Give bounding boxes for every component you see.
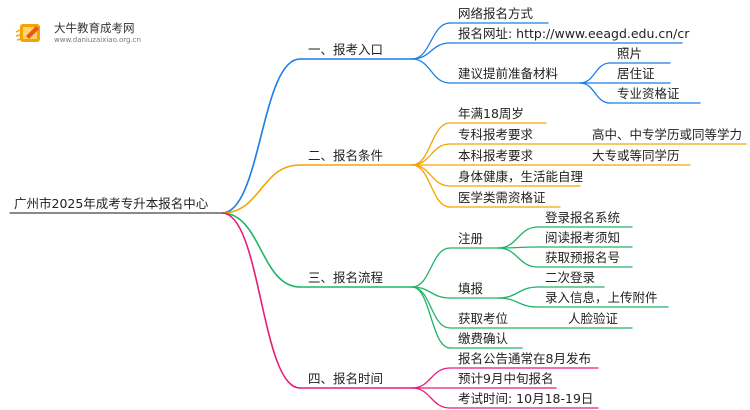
node-registration-url: 报名网址: http://www.eeagd.edu.cn/cr: [458, 26, 690, 41]
node-age: 年满18周岁: [458, 106, 524, 121]
node-qualification-cert: 专业资格证: [617, 86, 680, 101]
connector-curve: [411, 22, 451, 60]
connector-curve: [221, 212, 301, 389]
connector-curve: [221, 212, 301, 288]
connector-curve: [411, 58, 451, 84]
connector-curve: [411, 164, 451, 208]
node-face-verification: 人脸验证: [568, 311, 619, 326]
node-junior-college-req: 专科报考要求: [458, 127, 534, 142]
node-fill-in: 填报: [458, 281, 484, 296]
connector-curve: [497, 297, 539, 308]
mindmap-root: 广州市2025年成考专升本报名中心: [14, 196, 209, 211]
branch-process: 三、报名流程: [308, 270, 384, 285]
connector-curve: [497, 286, 539, 299]
pencil-book-icon: [15, 24, 40, 42]
node-undergrad-req: 本科报考要求: [458, 148, 534, 163]
node-get-prereg-number: 获取预报名号: [545, 250, 621, 265]
branch-entrance: 一、报考入口: [308, 42, 384, 57]
logo-title: 大牛教育成考网: [54, 21, 135, 35]
node-registration-period: 预计9月中旬报名: [458, 371, 554, 386]
connector-curve: [497, 247, 539, 268]
node-photo: 照片: [617, 46, 643, 61]
node-online-registration: 网络报名方式: [458, 6, 534, 21]
connector-curve: [497, 226, 539, 249]
connector-curve: [579, 62, 611, 84]
connector-curve: [579, 82, 611, 104]
branch-conditions: 二、报名条件: [308, 148, 384, 163]
node-residence-permit: 居住证: [617, 66, 655, 81]
node-login-system: 登录报名系统: [545, 210, 621, 225]
site-logo: 大牛教育成考网 www.daniuzaixiao.org.cn: [14, 18, 194, 48]
node-register: 注册: [458, 231, 484, 246]
node-announcement: 报名公告通常在8月发布: [458, 351, 591, 366]
connector-curve: [221, 58, 301, 214]
connector-curve: [411, 42, 451, 60]
node-second-login: 二次登录: [545, 270, 596, 285]
connector-curve: [411, 164, 451, 187]
node-medical-cert: 医学类需资格证: [458, 190, 546, 205]
node-read-notice: 阅读报考须知: [545, 230, 621, 245]
connector-curve: [411, 122, 451, 166]
node-health: 身体健康，生活能自理: [458, 169, 584, 184]
logo-url: www.daniuzaixiao.org.cn: [54, 36, 141, 44]
connector-curve: [411, 286, 451, 349]
connector-curve: [411, 387, 451, 409]
node-exam-date: 考试时间: 10月18-19日: [458, 391, 594, 406]
connector-curve: [411, 367, 451, 389]
node-high-school-education: 高中、中专学历或同等学力: [592, 127, 743, 142]
connector-curve: [411, 143, 451, 166]
node-prepare-materials: 建议提前准备材料: [458, 66, 559, 81]
connector-curve: [221, 164, 301, 214]
connector-curve: [411, 247, 451, 288]
node-get-exam-seat: 获取考位: [458, 311, 509, 326]
node-upload-info: 录入信息，上传附件: [545, 290, 658, 305]
node-payment-confirm: 缴费确认: [458, 331, 509, 346]
node-college-education: 大专或等同学历: [592, 148, 680, 163]
branch-schedule: 四、报名时间: [308, 371, 384, 386]
